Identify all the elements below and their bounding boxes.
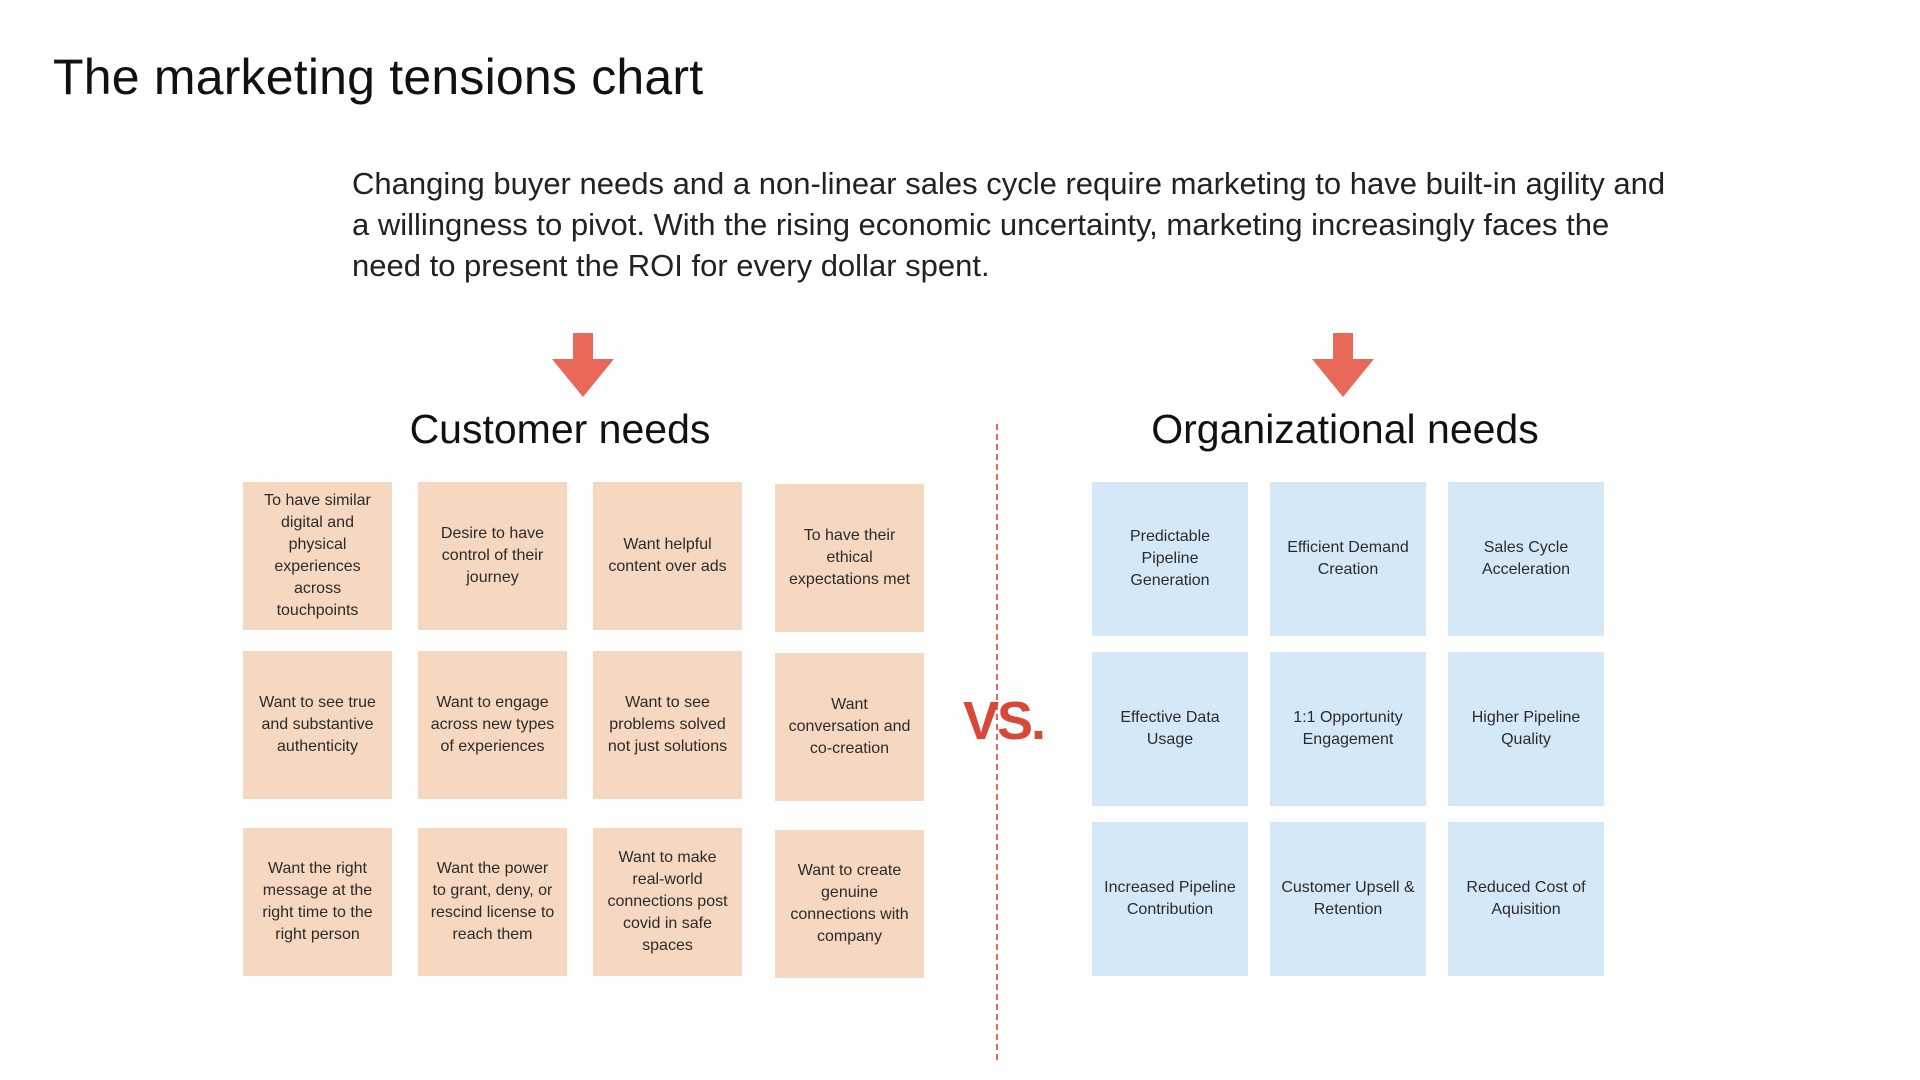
- org-note: Increased Pipeline Contribution: [1092, 822, 1248, 976]
- customer-note: Want the right message at the right time…: [243, 828, 392, 976]
- customer-note: To have their ethical expectations met: [775, 484, 924, 632]
- org-note: Reduced Cost of Aquisition: [1448, 822, 1604, 976]
- customer-note: Want to see problems solved not just sol…: [593, 651, 742, 799]
- org-note: Customer Upsell & Retention: [1270, 822, 1426, 976]
- org-note: Higher Pipeline Quality: [1448, 652, 1604, 806]
- customer-note: Want to make real-world connections post…: [593, 828, 742, 976]
- customer-note: Desire to have control of their journey: [418, 482, 567, 630]
- customer-note: Want helpful content over ads: [593, 482, 742, 630]
- intro-paragraph: Changing buyer needs and a non-linear sa…: [352, 166, 1666, 283]
- vs-label: VS.: [963, 691, 1046, 751]
- organizational-needs-heading: Organizational needs: [1151, 406, 1539, 452]
- org-down-arrow-icon: [1312, 333, 1374, 397]
- customer-down-arrow-icon: [552, 333, 614, 397]
- org-note: Sales Cycle Acceleration: [1448, 482, 1604, 636]
- page-title: The marketing tensions chart: [53, 49, 704, 105]
- customer-needs-heading: Customer needs: [409, 406, 711, 452]
- org-note: Efficient Demand Creation: [1270, 482, 1426, 636]
- customer-note: Want the power to grant, deny, or rescin…: [418, 828, 567, 976]
- org-note: Predictable Pipeline Generation: [1092, 482, 1248, 636]
- customer-note: Want to engage across new types of exper…: [418, 651, 567, 799]
- customer-note: Want conversation and co-creation: [775, 653, 924, 801]
- org-note: Effective Data Usage: [1092, 652, 1248, 806]
- customer-note: Want to see true and substantive authent…: [243, 651, 392, 799]
- org-note: 1:1 Opportunity Engagement: [1270, 652, 1426, 806]
- customer-note: To have similar digital and physical exp…: [243, 482, 392, 630]
- customer-note: Want to create genuine connections with …: [775, 830, 924, 978]
- center-divider: [996, 424, 998, 1060]
